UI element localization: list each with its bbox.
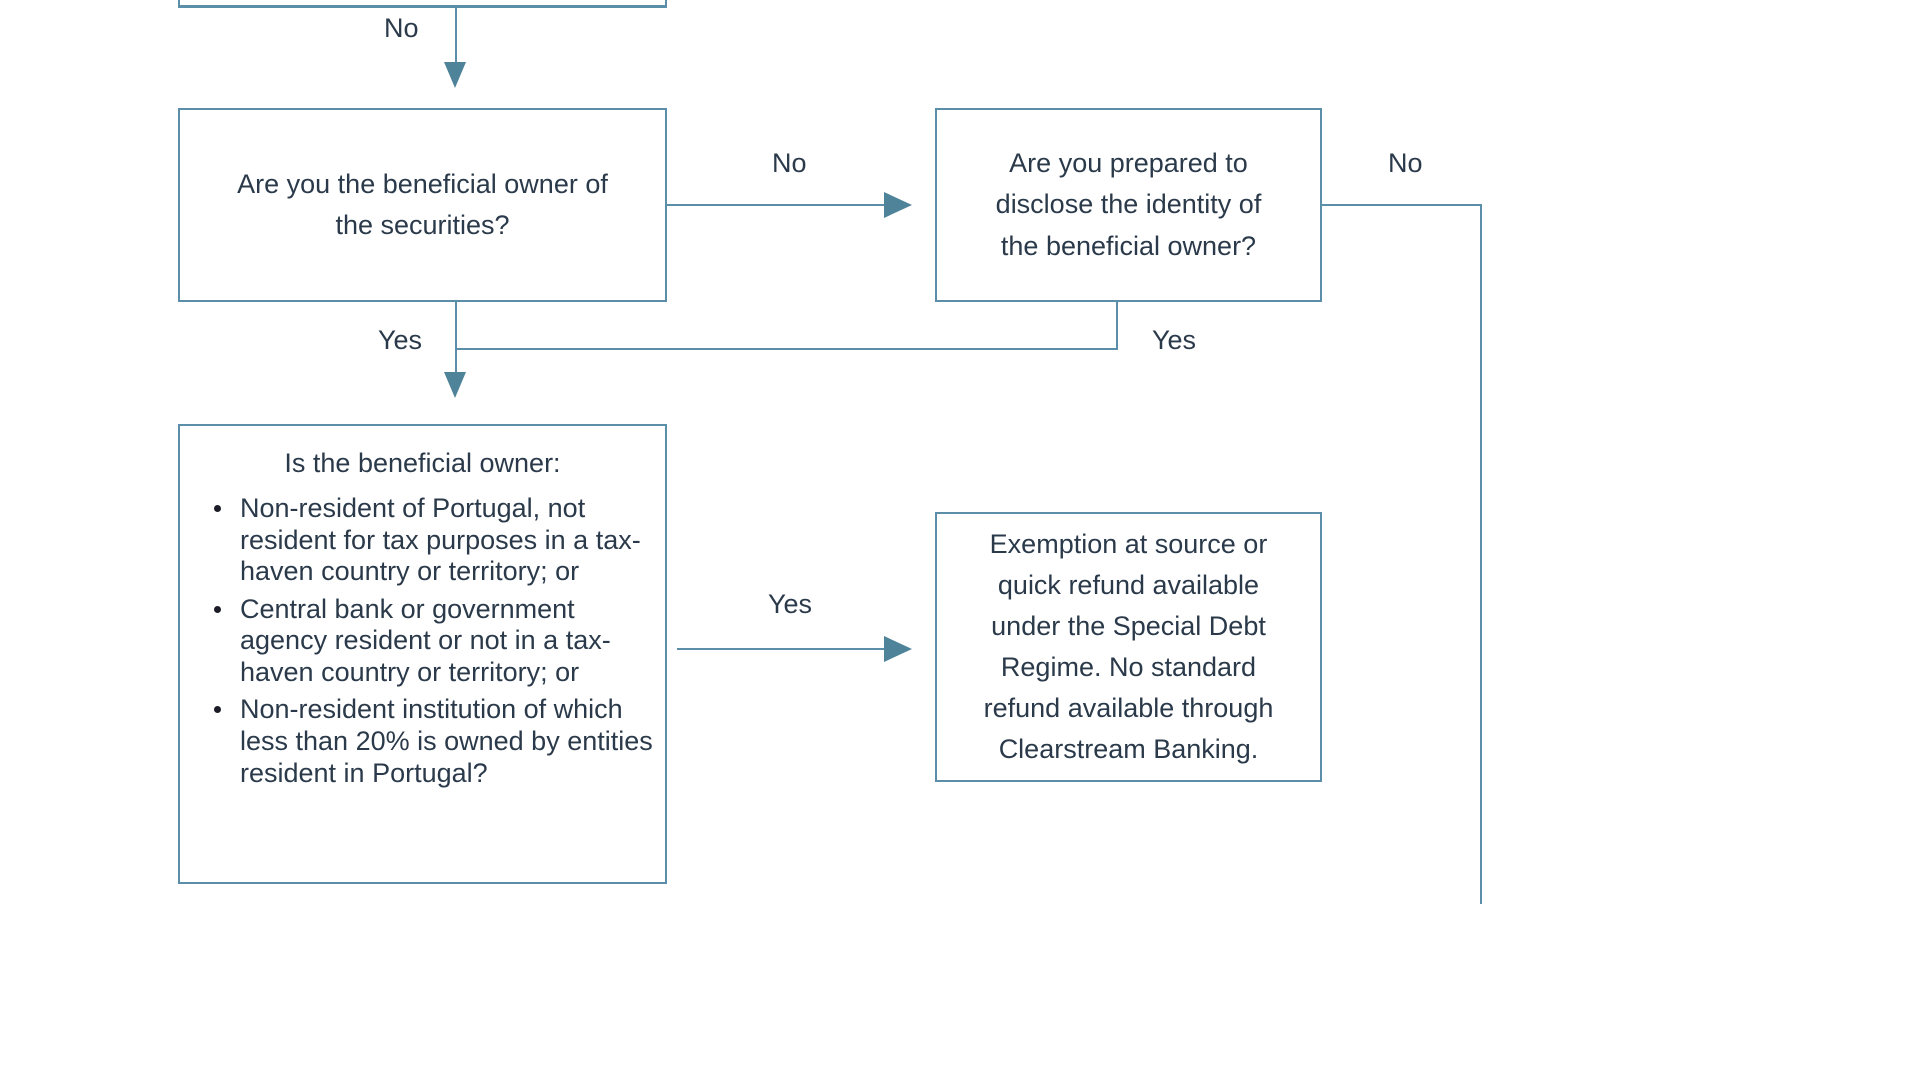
node-owner-criteria-title: Is the beneficial owner: xyxy=(284,448,561,478)
node-exemption-outcome-text: Exemption at source or quick refund avai… xyxy=(983,528,1274,765)
node-beneficial-owner-question[interactable]: Are you the beneficial owner of the secu… xyxy=(178,108,667,302)
connector-disclose-yes-line-v xyxy=(1116,302,1118,350)
connector-owner-yes-arrowhead xyxy=(444,372,466,398)
node-owner-criteria[interactable]: Is the beneficial owner: Non-resident of… xyxy=(178,424,667,884)
node-top-partial xyxy=(178,0,667,8)
owner-criteria-bullet-list: Non-resident of Portugal, not resident f… xyxy=(180,493,665,795)
edge-label-disclose-no: No xyxy=(1388,148,1423,178)
connector-top-no-arrowhead xyxy=(444,62,466,88)
list-item: Central bank or government agency reside… xyxy=(214,594,655,689)
edge-label-top-no: No xyxy=(384,13,419,43)
connector-disclose-no-line-h xyxy=(1322,204,1482,206)
edge-label-criteria-yes: Yes xyxy=(768,589,813,619)
node-disclose-identity-question[interactable]: Are you prepared to disclose the identit… xyxy=(935,108,1322,302)
list-item: Non-resident of Portugal, not resident f… xyxy=(214,493,655,588)
connector-owner-no-line xyxy=(667,204,886,206)
connector-criteria-yes-line xyxy=(677,648,886,650)
connector-owner-no-arrowhead xyxy=(884,192,912,218)
edge-label-disclose-yes: Yes xyxy=(1152,325,1197,355)
node-exemption-outcome[interactable]: Exemption at source or quick refund avai… xyxy=(935,512,1322,782)
connector-criteria-yes-arrowhead xyxy=(884,636,912,662)
edge-label-owner-no: No xyxy=(772,148,807,178)
connector-owner-yes-line xyxy=(455,302,457,376)
list-item: Non-resident institution of which less t… xyxy=(214,694,655,789)
connector-disclose-no-line-v xyxy=(1480,204,1482,904)
node-beneficial-owner-question-text: Are you the beneficial owner of the secu… xyxy=(237,168,608,240)
connector-top-no-line xyxy=(455,8,457,66)
edge-label-owner-yes: Yes xyxy=(378,325,423,355)
connector-disclose-yes-line-h xyxy=(455,348,1118,350)
node-disclose-identity-question-text: Are you prepared to disclose the identit… xyxy=(995,148,1262,261)
